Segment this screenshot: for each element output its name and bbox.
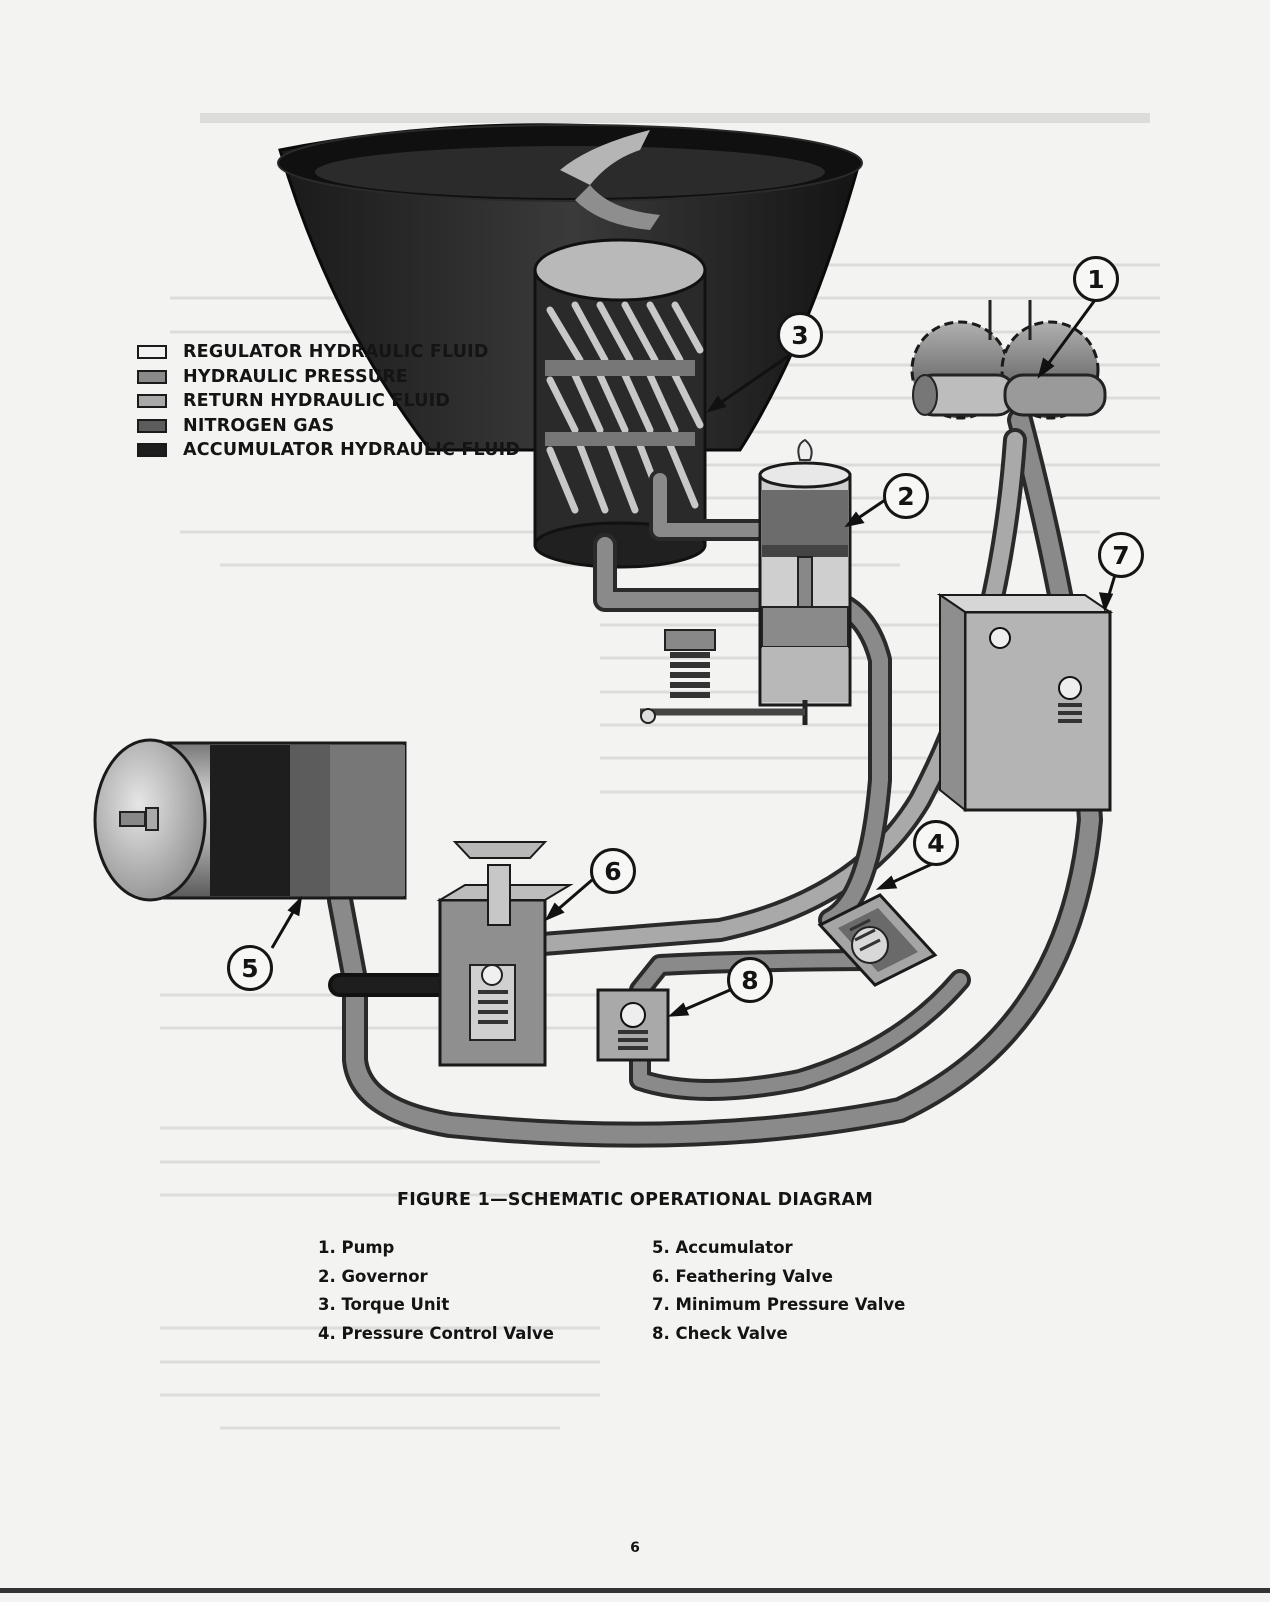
minimum-pressure-valve <box>936 593 1114 813</box>
legend-item-regulator: REGULATOR HYDRAULIC FLUID <box>137 340 520 365</box>
legend-label: HYDRAULIC PRESSURE <box>183 366 409 387</box>
legend-swatch <box>137 418 167 433</box>
legend-swatch <box>137 443 167 458</box>
parts-list-left: 1. Pump 2. Governor 3. Torque Unit 4. Pr… <box>318 1234 554 1348</box>
callout-6: 6 <box>590 848 636 894</box>
legend-swatch <box>137 369 167 384</box>
legend-swatch <box>137 394 167 409</box>
check-valve <box>596 988 670 1062</box>
legend-label: RETURN HYDRAULIC FLUID <box>183 391 451 412</box>
callout-1: 1 <box>1073 256 1119 302</box>
pump-gears <box>910 300 1107 420</box>
callout-7: 7 <box>1098 532 1144 578</box>
feathering-valve <box>436 841 574 1067</box>
figure-caption: FIGURE 1—SCHEMATIC OPERATIONAL DIAGRAM <box>396 1190 874 1210</box>
page-bottom-rule <box>0 1588 1270 1593</box>
page-number: 6 <box>630 1540 640 1556</box>
part-item: 2. Governor <box>318 1266 428 1286</box>
legend-item-pressure: HYDRAULIC PRESSURE <box>137 365 520 390</box>
callout-2: 2 <box>883 473 929 519</box>
pressure-control-valve <box>817 893 938 987</box>
legend-label: REGULATOR HYDRAULIC FLUID <box>183 342 489 363</box>
part-item: 5. Accumulator <box>652 1238 793 1257</box>
part-item: 1. Pump <box>318 1238 395 1257</box>
legend-label: ACCUMULATOR HYDRAULIC FLUID <box>183 440 521 461</box>
callout-5: 5 <box>227 945 273 991</box>
parts-list-right: 5. Accumulator 6. Feathering Valve 7. Mi… <box>652 1234 905 1348</box>
callout-leaders <box>270 299 1117 1017</box>
governor <box>640 438 852 725</box>
legend-item-accumulator: ACCUMULATOR HYDRAULIC FLUID <box>137 438 520 463</box>
part-item: 3. Torque Unit <box>318 1295 450 1314</box>
torque-unit <box>533 238 707 569</box>
callout-8: 8 <box>727 957 773 1003</box>
part-item: 6. Feathering Valve <box>652 1266 833 1286</box>
legend-item-return: RETURN HYDRAULIC FLUID <box>137 389 520 414</box>
legend-swatch <box>137 345 167 360</box>
legend-label: NITROGEN GAS <box>183 415 335 436</box>
part-item: 4. Pressure Control Valve <box>318 1323 554 1343</box>
callout-3: 3 <box>777 312 823 358</box>
legend: REGULATOR HYDRAULIC FLUID HYDRAULIC PRES… <box>137 340 520 463</box>
callout-4: 4 <box>913 820 959 866</box>
accumulator <box>93 738 407 902</box>
part-item: 8. Check Valve <box>652 1323 788 1343</box>
legend-item-nitrogen: NITROGEN GAS <box>137 414 520 439</box>
part-item: 7. Minimum Pressure Valve <box>652 1295 906 1314</box>
